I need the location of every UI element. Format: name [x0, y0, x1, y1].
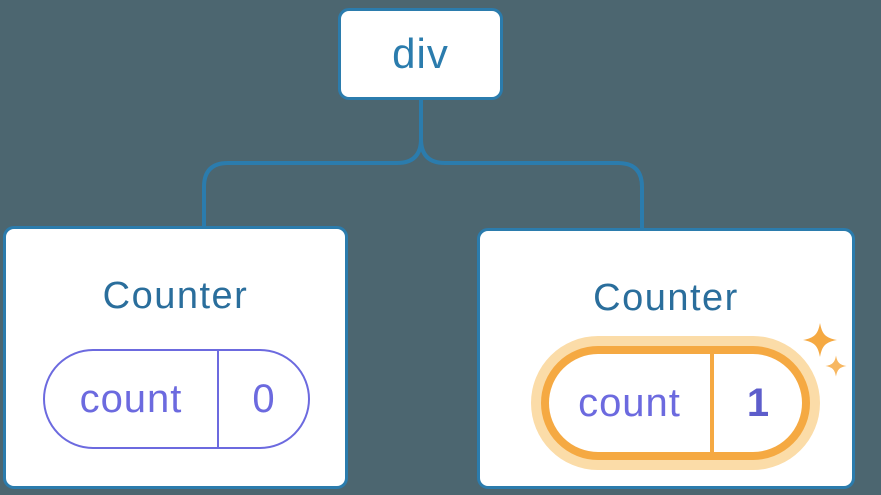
counter-card-left: Counter count 0: [3, 226, 348, 489]
connector-left-branch: [202, 99, 423, 227]
state-key: count: [45, 351, 219, 447]
state-pill-highlighted: count 1: [541, 346, 810, 460]
root-node-div: div: [338, 8, 503, 100]
root-node-label: div: [392, 30, 449, 77]
state-value: 1: [746, 380, 770, 425]
connector-right-branch: [419, 99, 644, 229]
state-value: 0: [252, 376, 275, 421]
component-title: Counter: [102, 275, 249, 317]
state-pill: count 0: [43, 349, 310, 449]
state-key: count: [549, 354, 714, 452]
component-title: Counter: [593, 277, 739, 319]
counter-card-right: Counter count 1: [477, 228, 855, 489]
